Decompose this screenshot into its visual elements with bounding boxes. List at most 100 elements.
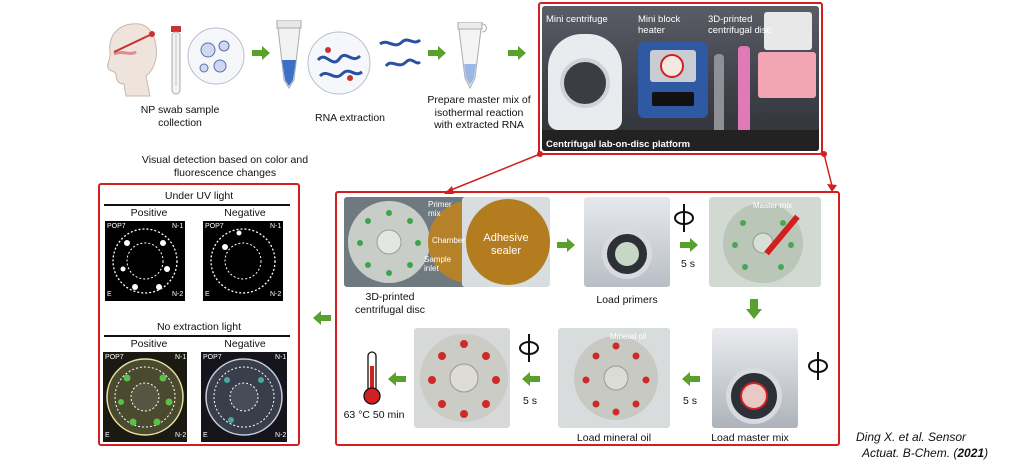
no-extraction-header: No extraction light: [156, 321, 242, 333]
spin-time-1: 5 s: [680, 258, 695, 270]
ne-neg-plate-label-n2: N-2: [275, 432, 287, 439]
ne-negative-plate: [201, 352, 287, 442]
heater-display: [652, 92, 694, 106]
disc-label-chamber: Chamber: [432, 236, 465, 245]
tip-box: [758, 52, 816, 98]
steps-frame: [335, 191, 840, 446]
master-mix-tube-icon: [457, 22, 487, 90]
uv-pos-plate-label-n1: N-1: [172, 223, 184, 230]
uv-neg-plate-label-n2: N-2: [270, 291, 282, 298]
spin-icon: [674, 204, 694, 232]
uv-pos-plate-label-pop7: POP7: [107, 223, 126, 230]
disc-label-inlet: Sample inlet: [424, 255, 452, 273]
ne-negative-label: Negative: [224, 338, 266, 350]
uv-header: Under UV light: [164, 190, 234, 202]
heated-channels: [428, 340, 500, 418]
master-mix-label: Master mix: [753, 201, 793, 210]
uv-neg-plate-label-e: E: [205, 291, 210, 298]
flow-arrow-icon: [557, 238, 575, 252]
load-master-mix-photo: [712, 328, 798, 428]
platform-label-disc: 3D-printed centrifugal disc: [708, 14, 772, 36]
uv-positive-plate: [105, 221, 185, 301]
flow-arrow-icon: [680, 238, 698, 252]
ne-neg-plate-label-pop7: POP7: [203, 354, 222, 361]
no-extraction-rule: [104, 335, 290, 337]
ne-pos-plate-label-n1: N-1: [175, 354, 187, 361]
uv-pos-plate-label-n2: N-2: [172, 291, 184, 298]
platform-label-centrifuge: Mini centrifuge: [546, 14, 608, 25]
flow-arrow-icon: [508, 46, 526, 60]
pipette-gray: [714, 54, 724, 146]
load-primers-photo: [584, 197, 670, 287]
mineral-oil-photo: Mineral oil: [558, 328, 670, 428]
ne-positive-label: Positive: [130, 338, 168, 350]
rna-strands-icon: [307, 31, 371, 95]
disc-label-primer: Primer mix: [428, 200, 452, 218]
ne-pos-plate-label-n2: N-2: [175, 432, 187, 439]
flow-arrow-left-icon: [313, 311, 331, 325]
flow-arrow-left-icon: [522, 372, 540, 386]
ne-pos-plate-label-pop7: POP7: [105, 354, 124, 361]
flow-arrow-left-icon: [388, 372, 406, 386]
load-master-mix-caption: Load master mix: [711, 432, 789, 444]
uv-negative-plate: [203, 221, 283, 301]
swab-caption: NP swab sample collection: [140, 104, 220, 129]
uv-pos-plate-label-e: E: [107, 291, 112, 298]
citation-close: ): [984, 446, 989, 460]
detection-caption: Visual detection based on color and fluo…: [141, 154, 309, 179]
master-mix-photo: Master mix: [709, 197, 821, 287]
flow-arrow-icon: [252, 46, 270, 60]
oil-channels: [582, 342, 650, 416]
rna-caption: RNA extraction: [314, 112, 386, 124]
centrifuge-rotor: [560, 58, 610, 108]
mineral-oil-label: Mineral oil: [610, 332, 647, 341]
uv-negative-label: Negative: [224, 207, 266, 219]
uv-positive-label: Positive: [130, 207, 168, 219]
disc-caption: 3D-printed centrifugal disc: [354, 291, 426, 316]
ne-positive-plate: [103, 352, 187, 442]
citation-line1: Ding X. et al. Sensor: [856, 430, 967, 444]
virus-particles-icon: [187, 27, 245, 85]
swab-tube-icon: [171, 26, 181, 95]
disc-channels: [357, 210, 421, 276]
ne-pos-plate-label-e: E: [105, 432, 110, 439]
heater-disc: [660, 54, 684, 78]
rna-free-strands-icon: [379, 38, 422, 68]
platform-label-heater: Mini block heater: [638, 14, 681, 36]
spin-time-2: 5 s: [682, 395, 697, 407]
citation-journal: Actuat. B-Chem. (: [862, 446, 958, 460]
load-primers-caption: Load primers: [596, 294, 658, 306]
master-mix-caption: Prepare master mix of isothermal reactio…: [427, 94, 531, 131]
heat-label: 63 °C 50 min: [343, 409, 405, 421]
spin-time-3: 5 s: [522, 395, 537, 407]
platform-title: Centrifugal lab-on-disc platform: [546, 139, 691, 150]
thermometer-icon: [363, 351, 381, 405]
spin-icon: [519, 334, 539, 362]
ne-neg-plate-label-n1: N-1: [275, 354, 287, 361]
flow-arrow-down-icon: [746, 299, 762, 319]
uv-neg-plate-label-n1: N-1: [270, 223, 282, 230]
flow-arrow-left-icon: [682, 372, 700, 386]
pipette-pink: [738, 46, 750, 146]
primers-disc: [615, 242, 639, 266]
master-channels: [732, 220, 794, 270]
load-mineral-oil-caption: Load mineral oil: [576, 432, 652, 444]
sealer-circle: [466, 199, 550, 285]
detection-frame: [98, 183, 300, 446]
platform-photo: Mini centrifuge Mini block heater 3D-pri…: [542, 6, 819, 151]
bench-bottom: [542, 130, 819, 151]
flow-arrow-icon: [428, 46, 446, 60]
sealer-photo: [462, 197, 550, 287]
tip-box-lid: [764, 12, 812, 50]
citation-line2: Actuat. B-Chem. (2021): [862, 446, 988, 460]
sealer-label: Adhesive sealer: [483, 232, 529, 257]
spin-icon: [808, 352, 828, 380]
platform-photo-frame: Mini centrifuge Mini block heater 3D-pri…: [538, 2, 823, 155]
master-rotor-disc: [740, 382, 768, 410]
citation-year: 2021: [957, 446, 985, 460]
uv-rule: [104, 204, 290, 206]
ne-neg-plate-label-e: E: [203, 432, 208, 439]
swab-head-illustration: [107, 23, 157, 97]
extraction-tube-icon: [276, 20, 302, 89]
heated-disc-photo: [414, 328, 510, 428]
